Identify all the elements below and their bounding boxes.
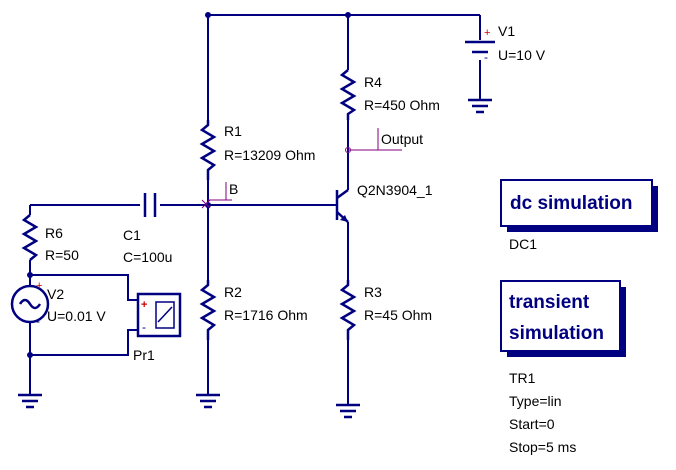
wire-probe-plus [30,274,138,301]
junction-dot [27,272,33,278]
pr1-name: Pr1 [133,347,155,363]
probe-pr1[interactable]: + - Pr1 [133,292,182,363]
q1-name: Q2N3904_1 [357,182,433,198]
wire-label-output[interactable]: Output [345,128,424,153]
plus-sign: + [36,280,42,292]
probe-body [136,292,182,338]
junction-dot [345,12,351,18]
transient-simulation-block[interactable]: transient simulation TR1 Type=lin Start=… [500,280,626,455]
r6-value: R=50 [45,247,79,263]
dc-simulation-name: DC1 [509,236,537,252]
junction-dot [205,12,211,18]
wire-probe-minus [30,329,138,356]
box-frame [500,280,621,352]
v2-value: U=0.01 V [47,308,106,324]
r1-value: R=13209 Ohm [224,147,315,163]
dc-simulation-title: dc simulation [510,193,632,214]
resistor-r2[interactable]: R2 R=1716 Ohm [199,280,308,340]
resistor-r3[interactable]: R3 R=45 Ohm [339,280,432,340]
plus-sign: + [484,27,490,39]
minus-sign: - [36,314,40,328]
dc-simulation-block[interactable]: dc simulation DC1 [500,179,658,252]
voltage-source-v2[interactable]: + - V2 U=0.01 V [10,280,106,328]
resistor-zigzag [199,120,217,180]
transient-title-line1: transient [509,292,590,313]
junction-dot [27,352,33,358]
v1-name: V1 [498,23,515,39]
resistor-zigzag [339,69,357,120]
ac-source-circle [10,284,50,324]
transient-simulation-name: TR1 [509,370,536,386]
resistor-zigzag [199,280,217,340]
plus-sign: + [141,299,147,311]
sine-wave-icon [18,298,42,310]
minus-sign: - [484,50,488,64]
probe-needle-icon [157,306,173,323]
transient-param: Stop=5 ms [509,439,576,455]
c1-name: C1 [123,227,141,243]
transient-param: Start=0 [509,416,555,432]
ground-icon [336,403,360,419]
wires [29,14,481,405]
transistor-collector [336,188,349,200]
resistor-r6[interactable]: R6 R=50 [21,214,79,263]
ground-icon [468,98,492,114]
r3-name: R3 [364,284,382,300]
transient-param: Type=lin [509,393,562,409]
v2-name: V2 [47,286,64,302]
junctions [27,12,351,358]
r4-value: R=450 Ohm [364,97,440,113]
transient-title-line2: simulation [509,323,604,344]
capacitor-plates [143,193,157,217]
ground-icon [18,393,42,409]
resistor-r4[interactable]: R4 R=450 Ohm [339,69,440,120]
r3-value: R=45 Ohm [364,307,432,323]
emitter-arrow-icon [340,215,348,222]
c1-value: C=100u [123,249,172,265]
base-label-text: B [229,181,238,197]
capacitor-c1[interactable]: C1 C=100u [123,193,172,265]
wire-label-base[interactable]: B [201,181,238,209]
voltage-source-v1[interactable]: + - V1 U=10 V [465,23,546,64]
box-frame [500,179,653,227]
r2-name: R2 [224,284,242,300]
transistor-q1[interactable]: Q2N3904_1 [320,182,433,223]
r1-name: R1 [224,123,242,139]
resistor-zigzag [339,280,357,340]
r2-value: R=1716 Ohm [224,307,308,323]
output-label-text: Output [381,131,423,147]
v1-value: U=10 V [498,47,546,63]
r6-name: R6 [45,225,63,241]
junction-dot [205,202,211,208]
resistor-zigzag [21,214,39,261]
probe-meter-face [155,301,175,329]
resistor-r1[interactable]: R1 R=13209 Ohm [199,120,315,180]
minus-sign: - [142,320,146,334]
ground-icon [196,393,220,409]
r4-name: R4 [364,74,382,90]
